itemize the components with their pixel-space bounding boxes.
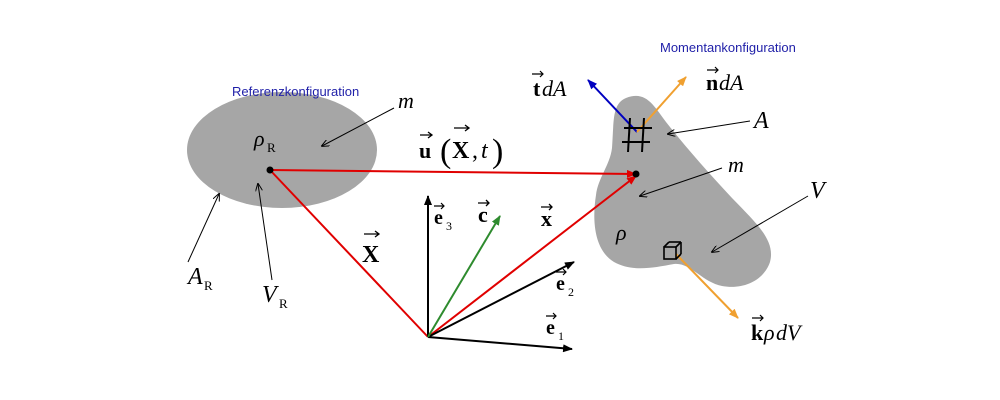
label-X-symbol: X [362,242,380,268]
label-u-symbol: u [419,138,431,163]
label-rho-R-subscript: R [267,140,276,155]
basis-e1-arrow [427,336,573,353]
label-k-rho-dV: k ρ dV [751,314,803,345]
label-A-R-subscript: R [204,278,213,293]
label-k-rho: ρ [763,320,775,345]
label-A-current: A [752,108,769,134]
vector-x-arrow [427,175,637,338]
surface-element-grid [622,117,652,153]
pointer-A-current [668,120,751,134]
label-V-R-subscript: R [279,296,288,311]
vector-u-arrow [269,169,637,178]
label-t-dA: t dA [532,70,567,101]
label-n-symbol: n [706,70,718,95]
pointer-A-reference [187,194,219,263]
current-configuration-title: Momentankonfiguration [660,40,796,55]
label-e1-symbol: e [546,317,555,339]
label-u-open-paren: ( [440,133,451,170]
label-t-symbol: t [533,76,541,101]
label-rho-current: ρ [615,220,627,245]
label-n-dA-rest: dA [719,70,744,95]
label-rho-R: ρ R [253,126,276,155]
label-u-displacement: u ( X , t ) [419,124,503,170]
pointer-V-reference [258,184,273,281]
current-body [594,95,772,287]
current-point [632,170,640,178]
label-e2-vector: e 2 [556,268,574,299]
label-c-vector: c [478,199,490,227]
label-u-close-paren: ) [492,133,503,170]
label-e1-vector: e 1 [546,312,564,343]
body-force-k-arrow [675,253,739,319]
label-u-comma: , [472,138,478,164]
pointer-V-current [712,195,809,252]
label-u-X: X [452,138,470,164]
label-x-symbol: x [541,206,552,231]
pointer-m-reference [322,107,395,146]
label-V-R-symbol: V [262,282,279,308]
label-V-R: V R [262,282,288,311]
label-c-symbol: c [478,202,488,227]
label-V-current: V [810,178,827,204]
label-x-vector: x [541,203,553,231]
label-n-dA: n dA [706,66,744,95]
label-e3-symbol: e [434,207,443,229]
label-A-R-symbol: A [186,264,203,290]
reference-configuration-title: Referenzkonfiguration [232,84,359,99]
label-e1-subscript: 1 [558,329,564,343]
label-e3-subscript: 3 [446,219,452,233]
basis-e2-arrow [427,261,575,338]
volume-element-cube [663,241,682,260]
label-e3-vector: e 3 [434,202,452,233]
label-m-reference: m [398,88,414,113]
normal-n-arrow [636,76,687,133]
label-t-dA-rest: dA [542,76,567,101]
label-k-symbol: k [751,320,764,345]
label-m-current: m [728,152,744,177]
vector-c-arrow [427,215,501,338]
reference-body [187,92,377,208]
label-e2-symbol: e [556,273,565,295]
reference-point [266,166,274,174]
label-k-dV-rest: dV [776,320,803,345]
label-u-t: t [481,138,489,164]
pointer-m-current [640,167,723,196]
label-rho-R-symbol: ρ [253,126,265,151]
label-e2-subscript: 2 [568,285,574,299]
vector-X-line [269,169,429,338]
label-X-vector: X [362,230,381,268]
label-A-R: A R [186,264,213,293]
